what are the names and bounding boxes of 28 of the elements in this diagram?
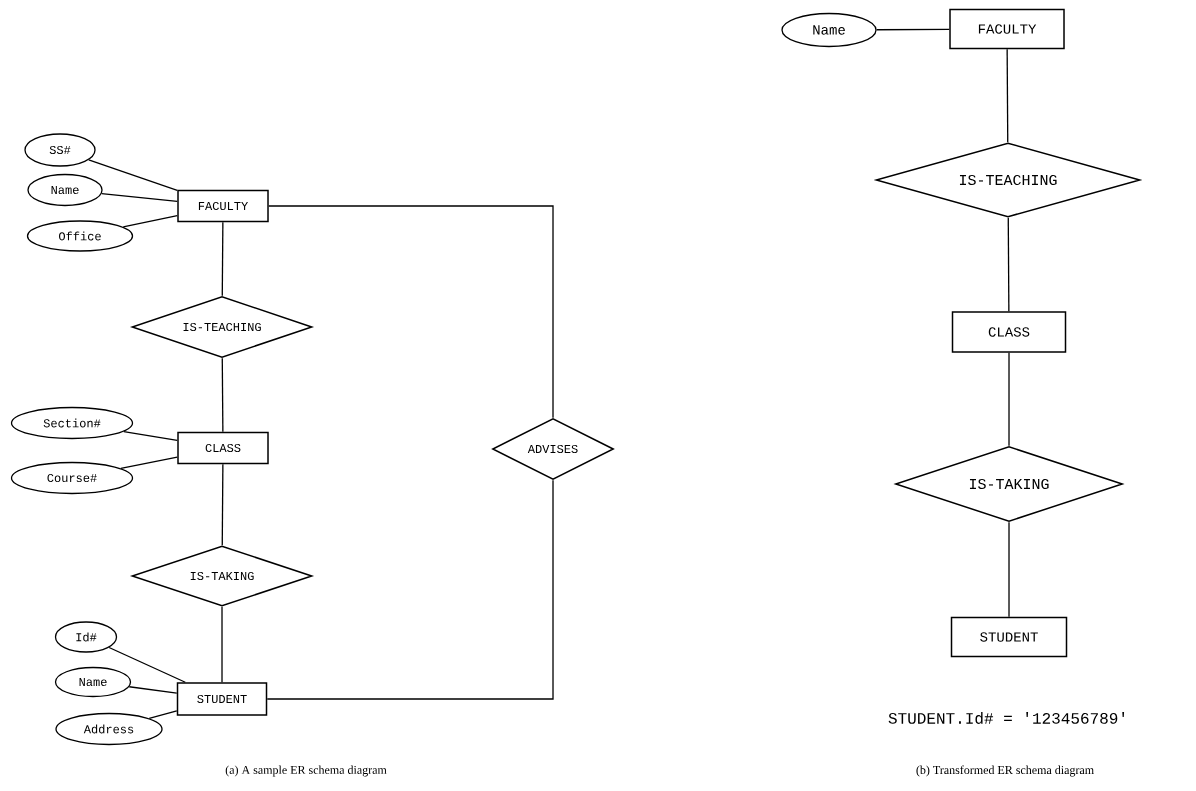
connector-line — [148, 710, 178, 719]
connector-line — [108, 646, 186, 683]
connector-line — [266, 479, 554, 700]
connector-line — [101, 193, 178, 202]
connector-line — [221, 463, 224, 546]
connector-line — [123, 430, 178, 442]
entity-box: STUDENT — [950, 616, 1068, 658]
entity-box: CLASS — [177, 431, 269, 465]
connector-line — [1008, 521, 1010, 618]
entity-box: STUDENT — [176, 682, 268, 716]
connector-line — [122, 214, 178, 228]
figure-caption: (a) A sample ER schema diagram — [225, 765, 387, 777]
entity-box: FACULTY — [949, 8, 1065, 50]
connector-line — [1008, 352, 1010, 447]
connector-line — [1006, 48, 1009, 143]
connector-line — [120, 456, 178, 469]
connector-line — [1007, 217, 1010, 312]
connector-line — [221, 221, 224, 297]
figure-caption: (b) Transformed ER schema diagram — [916, 765, 1094, 777]
entity-box: CLASS — [951, 311, 1067, 353]
entity-box: FACULTY — [177, 189, 269, 223]
connector-line — [876, 28, 950, 31]
connector-line — [268, 205, 554, 419]
connector-line — [221, 606, 223, 683]
connector-line — [88, 159, 178, 191]
connector-line — [128, 686, 178, 694]
connector-line — [221, 357, 224, 433]
equation-text: STUDENT.Id# = '123456789' — [888, 712, 1125, 724]
